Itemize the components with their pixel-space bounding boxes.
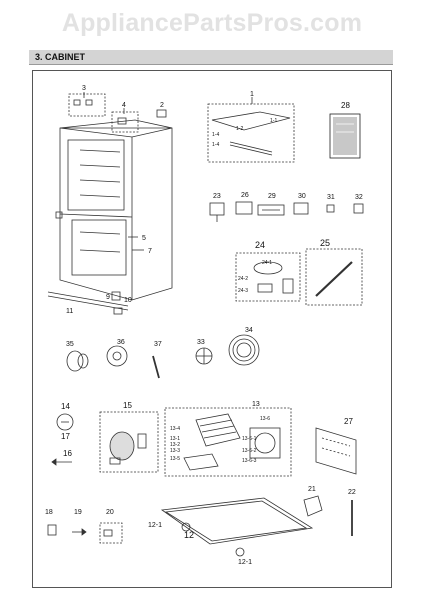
callout-23: 23 bbox=[213, 193, 221, 200]
callout-27: 27 bbox=[344, 417, 353, 426]
callout-labels: 1 2 3 4 5 7 9 10 11 12 12-1 12-1 13 14 1… bbox=[45, 85, 363, 566]
compressor-group bbox=[99, 411, 159, 473]
callout-31: 31 bbox=[327, 194, 335, 201]
round-parts-row bbox=[66, 334, 260, 379]
part-25-group bbox=[305, 248, 363, 306]
callout-17: 17 bbox=[61, 432, 70, 441]
callout-13-6-2: 13-6-2 bbox=[242, 448, 257, 454]
callout-24-2: 24-2 bbox=[238, 276, 248, 282]
callout-13-4: 13-4 bbox=[170, 426, 180, 432]
callout-9: 9 bbox=[106, 294, 110, 301]
callout-2: 2 bbox=[160, 102, 164, 109]
parts-21-22 bbox=[303, 495, 353, 536]
callout-14: 14 bbox=[61, 402, 70, 411]
base-pan bbox=[160, 497, 314, 557]
callout-1-4-a: 1-4 bbox=[212, 132, 219, 138]
callout-13: 13 bbox=[252, 401, 260, 408]
callout-11: 11 bbox=[66, 308, 73, 315]
callout-24: 24 bbox=[255, 240, 265, 250]
callout-1: 1 bbox=[250, 91, 254, 98]
callout-32: 32 bbox=[355, 194, 363, 201]
small-parts-row bbox=[209, 201, 364, 222]
callout-13-6-1: 13-6-1 bbox=[242, 436, 257, 442]
callout-26: 26 bbox=[241, 192, 249, 199]
callout-21: 21 bbox=[308, 486, 316, 493]
callout-13-6: 13-6 bbox=[260, 416, 270, 422]
callout-15: 15 bbox=[123, 401, 132, 410]
watermark: AppliancePartsPros.com bbox=[61, 9, 363, 37]
callout-18: 18 bbox=[45, 509, 53, 516]
callout-5: 5 bbox=[142, 235, 146, 242]
part-27-panel bbox=[315, 427, 357, 475]
callout-19: 19 bbox=[74, 509, 82, 516]
callout-12-1-bottom: 12-1 bbox=[238, 559, 252, 566]
callout-13-6-3: 13-6-3 bbox=[242, 458, 257, 464]
section-title: 3. CABINET bbox=[29, 50, 393, 65]
callout-28: 28 bbox=[341, 101, 350, 110]
callout-10: 10 bbox=[124, 297, 132, 304]
callout-22: 22 bbox=[348, 489, 356, 496]
callout-12-1-left: 12-1 bbox=[148, 522, 162, 529]
callout-35: 35 bbox=[66, 341, 74, 348]
part-28-manual bbox=[329, 113, 361, 159]
callout-30: 30 bbox=[298, 193, 306, 200]
part-24-group bbox=[235, 252, 301, 302]
parts-14-16-17 bbox=[51, 413, 74, 466]
bottom-small-parts bbox=[47, 522, 123, 544]
evaporator-fan-group bbox=[164, 407, 292, 477]
part-2-shape bbox=[156, 109, 167, 118]
callout-13-3: 13-3 bbox=[170, 448, 180, 454]
callout-7: 7 bbox=[148, 248, 152, 255]
diagram-frame bbox=[32, 70, 392, 588]
callout-34: 34 bbox=[245, 327, 253, 334]
callout-36: 36 bbox=[117, 339, 125, 346]
callout-13-1: 13-1 bbox=[170, 436, 180, 442]
callout-24-1: 24-1 bbox=[262, 260, 272, 266]
top-cover-group bbox=[207, 97, 295, 163]
callout-37: 37 bbox=[154, 341, 162, 348]
callout-4: 4 bbox=[122, 102, 126, 109]
callout-13-5: 13-5 bbox=[170, 456, 180, 462]
top-hinge-group bbox=[68, 92, 139, 133]
callout-1-1: 1-1 bbox=[270, 118, 277, 124]
callout-1-2: 1-2 bbox=[236, 126, 243, 132]
callout-24-3: 24-3 bbox=[238, 288, 248, 294]
callout-33: 33 bbox=[197, 339, 205, 346]
callout-16: 16 bbox=[63, 449, 72, 458]
callout-12: 12 bbox=[184, 530, 194, 540]
callout-1-4-b: 1-4 bbox=[212, 142, 219, 148]
callout-20: 20 bbox=[106, 509, 114, 516]
callout-29: 29 bbox=[268, 193, 276, 200]
callout-13-2: 13-2 bbox=[170, 442, 180, 448]
callout-3: 3 bbox=[82, 85, 86, 92]
cabinet-body bbox=[47, 119, 173, 311]
callout-25: 25 bbox=[320, 238, 330, 248]
